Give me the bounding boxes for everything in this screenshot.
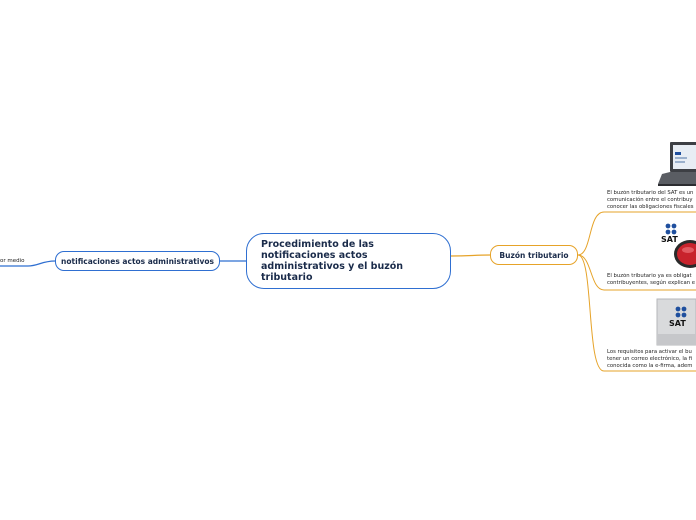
laptop-image: [656, 140, 696, 186]
sat-logo-text: SAT: [661, 235, 678, 244]
connector-right-leaf-3: [577, 254, 696, 372]
central-topic-label: Procedimiento de las notificaciones acto…: [261, 239, 404, 283]
sat-logo-image: SAT: [656, 220, 696, 270]
leaf-1-line-3: conocer las obligaciones fiscales: [607, 204, 694, 210]
leaf-2-line-1: El buzón tributario ya es obligat: [607, 273, 692, 279]
topic-buzon-tributario-label: Buzón tributario: [499, 250, 569, 260]
connector-left-fragment: [0, 260, 56, 267]
leaf-3-line-3: conocida como la e-firma, adem: [607, 363, 693, 369]
leaf-3-text: Los requisitos para activar el bu tener …: [607, 349, 696, 370]
leaf-1-text: El buzón tributario del SAT es un comuni…: [607, 190, 696, 211]
central-topic[interactable]: Procedimiento de las notificaciones acto…: [246, 233, 451, 289]
connector-central-right: [450, 254, 491, 257]
left-fragment-text: or medio: [0, 258, 25, 264]
leaf-1-line-1: El buzón tributario del SAT es un: [607, 190, 694, 196]
leaf-2-line-2: contribuyentes, según explican e: [607, 280, 696, 286]
leaf-2-text: El buzón tributario ya es obligat contri…: [607, 273, 696, 287]
leaf-3-line-2: tener un correo electrónico, la fi: [607, 356, 693, 362]
sat-building-image: SAT: [656, 298, 696, 346]
leaf-1-line-2: comunicación entre el contribuy: [607, 197, 693, 203]
topic-notificaciones-label: notificaciones actos administrativos: [61, 256, 214, 266]
topic-notificaciones[interactable]: notificaciones actos administrativos: [55, 251, 220, 271]
leaf-3-line-1: Los requisitos para activar el bu: [607, 349, 692, 355]
topic-buzon-tributario[interactable]: Buzón tributario: [490, 245, 578, 265]
sat-building-logo-text: SAT: [669, 319, 686, 328]
connector-right-leaf-2: [577, 254, 696, 291]
connector-right-leaf-1: [577, 211, 696, 256]
